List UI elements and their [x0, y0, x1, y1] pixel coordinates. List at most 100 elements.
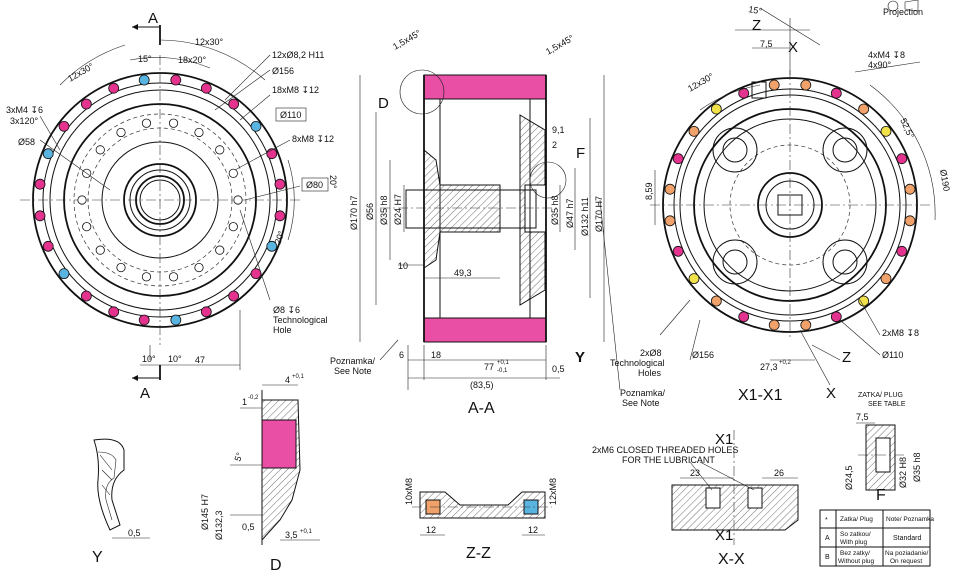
flange-hole [768, 319, 780, 331]
label-detail-y: Y [575, 349, 585, 366]
flange-hole [880, 125, 892, 137]
label-15-x1: 15° [748, 4, 764, 16]
label-tech-hole-d8: Ø8 ↧6 [273, 305, 300, 315]
projection-logo: Projection [883, 0, 923, 17]
flange-hole [108, 82, 120, 94]
flange-hole [138, 314, 150, 326]
flange-hole [58, 268, 70, 280]
label-d170-h7: Ø170 h7 [349, 195, 359, 230]
label-d24-5: Ø24,5 [844, 465, 854, 490]
flange-hole [168, 272, 179, 282]
flange-hole [710, 103, 722, 115]
label-d156-x1: Ø156 [692, 350, 714, 360]
label-7-5-x1: 7,5 [760, 39, 773, 49]
flange-hole [800, 79, 812, 91]
note-left-2: See Note [334, 366, 372, 376]
flange-hole [95, 245, 105, 255]
label-10-left: 10° [142, 354, 156, 364]
flange-hole [228, 168, 238, 178]
label-4x90: 4x90° [868, 60, 892, 70]
flange-hole [194, 262, 204, 273]
label-8-m8: 8xM8 ↧12 [292, 134, 334, 144]
label-4-tol: +0,1 [292, 374, 305, 380]
label-8-59: 8,59 [644, 182, 654, 200]
flange-hole [82, 222, 92, 232]
label-4: 4 [285, 375, 290, 385]
label-12-right: 12 [528, 525, 538, 535]
flange-hole [228, 98, 240, 110]
label-27-3: 27,3 [760, 362, 778, 372]
flange-hole [738, 311, 750, 323]
flange-hole [138, 74, 150, 86]
label-12-holes: 12xØ8,2 H11 [272, 50, 324, 60]
label-20-top: 20° [328, 175, 338, 189]
label-d132-h11: Ø132 h11 [580, 197, 590, 236]
label-d145-h7: Ø145 H7 [200, 494, 210, 530]
flange-hole [170, 74, 182, 86]
label-18: 18 [431, 350, 441, 360]
label-d132-3: Ø132,3 [214, 510, 224, 540]
table-row-plug-1: So zatkou/ [840, 531, 871, 538]
flange-holes-x1 [664, 79, 916, 331]
label-tech-holes-1: Technological [610, 358, 665, 368]
flange-hole [800, 319, 812, 331]
label-49-3: 49,3 [454, 268, 472, 278]
label-chamfer-right: 1,5x45° [544, 33, 576, 57]
note-right-2: See Note [622, 398, 660, 408]
label-d110-x1: Ø110 [882, 350, 903, 360]
projection-symbol-icon [887, 0, 919, 12]
label-d190: Ø190 [938, 169, 952, 192]
label-18-m8: 18xM8 ↧12 [272, 85, 319, 95]
section-letter-a-bottom: A [140, 385, 150, 402]
label-3-5: 3,5 [285, 530, 298, 540]
flange-hole [710, 295, 722, 307]
flange-hole [215, 145, 225, 155]
label-3x120: 3x120° [10, 116, 39, 126]
view-x1-x1: 15° Z X 7,5 12x30° 4xM4 ↧8 4x90° 52,5° Ø… [610, 4, 952, 404]
label-12x30-left: 12x30° [66, 61, 96, 84]
view-title-a-a: A-A [468, 400, 495, 417]
label-d156: Ø156 [272, 66, 294, 76]
label-tech-hole-2: Hole [273, 325, 292, 335]
flange-hole [95, 145, 105, 155]
flange-hole [228, 290, 240, 302]
label-x1-bottom: X1 [715, 527, 733, 544]
label-1: 1 [242, 397, 247, 407]
view-title-x1-x1: X1-X1 [738, 387, 783, 404]
note-left-1: Poznamka/ [330, 356, 376, 366]
label-d24-h7: Ø24 H7 [393, 194, 403, 225]
label-18x20: 18x20° [178, 55, 207, 65]
label-x-top: X [788, 39, 798, 56]
flange-hole [274, 210, 286, 222]
flange-hole [141, 272, 152, 282]
flange-hole [200, 306, 212, 318]
label-0-5-y: 0,5 [128, 528, 141, 538]
flange-hole [80, 98, 92, 110]
label-d56: Ø56 [365, 203, 375, 220]
flange-hole [688, 125, 700, 137]
flange-hole [200, 82, 212, 94]
table-header-key: * [825, 517, 828, 524]
label-12-left: 12 [426, 525, 436, 535]
label-plug-2: SEE TABLE [868, 401, 906, 408]
table-row-note-1: Na poziadanie/ [885, 550, 929, 557]
flange-hole [830, 87, 842, 99]
label-d47-h7: Ø47 h7 [565, 198, 575, 228]
flange-hole [34, 178, 46, 190]
flange-hole [672, 245, 684, 257]
table-row-plug-1: Bez zatky/ [840, 550, 870, 557]
section-letter-a-top: A [148, 10, 158, 27]
view-a: A A 12x30° 15° 18x20° 12x30° 12xØ8,2 H11… [6, 10, 338, 402]
label-5-deg: 5° [232, 451, 244, 463]
label-0-5-d: 0,5 [242, 522, 255, 532]
label-d110: Ø110 [280, 110, 301, 120]
label-chamfer-left: 1,5x45° [391, 28, 423, 52]
label-4-m4: 4xM4 ↧8 [868, 50, 905, 60]
table-row-key: B [825, 554, 830, 561]
label-x-bottom: X [826, 385, 836, 402]
table-row-note-2: On request [890, 558, 922, 565]
note-closed-holes-1: 2xM6 CLOSED THREADED HOLES [592, 445, 738, 455]
label-0-5: 0,5 [552, 364, 565, 374]
label-47: 47 [195, 355, 205, 365]
